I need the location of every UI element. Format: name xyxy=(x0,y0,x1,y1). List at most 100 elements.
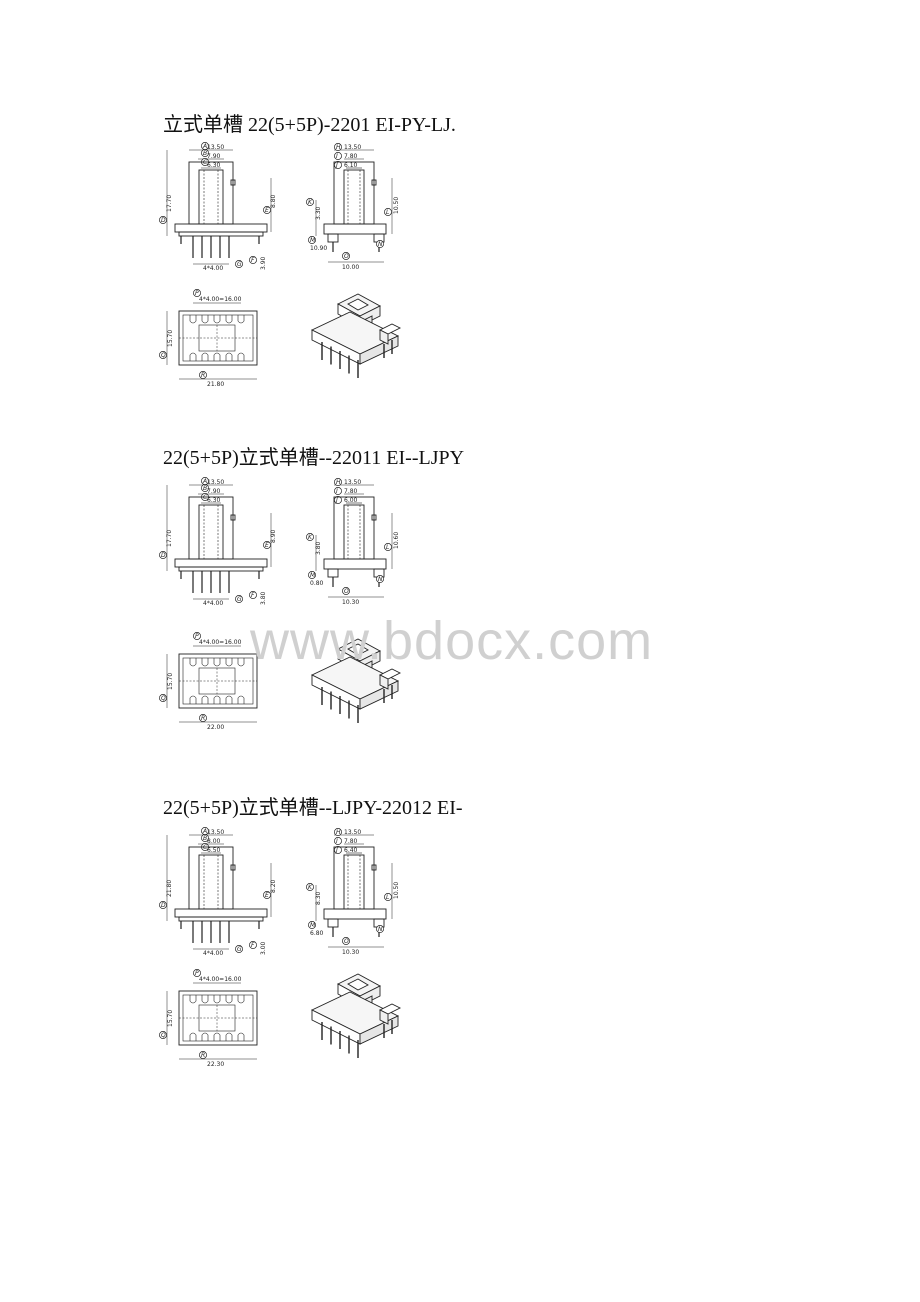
dim-label-g: G xyxy=(237,946,242,953)
side-dim-label-i: I xyxy=(336,153,338,160)
watermark: www.bdocx.com xyxy=(250,611,654,671)
dim-value-e: 8.20 xyxy=(270,879,277,893)
top-dim-value-q: 15.70 xyxy=(167,330,174,347)
section-title-3: 22(5+5P)立式单槽--LJPY-22012 EI- xyxy=(163,797,463,819)
side-dim-value-o: 10.30 xyxy=(342,949,359,956)
top-dim-value-p: 4*4.00=16.00 xyxy=(199,296,242,303)
dim-value-b: 7.90 xyxy=(207,488,221,495)
dim-value-e: 8.80 xyxy=(270,194,277,208)
top-dim-value-p: 4*4.00=16.00 xyxy=(199,976,242,983)
side-dim-label-n: N xyxy=(378,926,383,933)
top-dim-value-q: 15.70 xyxy=(167,1010,174,1027)
dim-label-b: B xyxy=(203,150,207,157)
section-title-2: 22(5+5P)立式单槽--22011 EI--LJPY xyxy=(163,447,465,469)
side-dim-value-k: 3.80 xyxy=(315,541,322,555)
dim-value-d: 17.70 xyxy=(166,530,173,547)
top-dim-value-r: 21.80 xyxy=(207,381,224,388)
top-dim-value-r: 22.00 xyxy=(207,724,224,731)
top-dim-label-r: R xyxy=(201,372,205,379)
dim-label-d: D xyxy=(161,902,166,909)
top-dim-label-r: R xyxy=(201,715,205,722)
side-dim-label-k: K xyxy=(308,199,313,206)
side-dim-value-j: 6.10 xyxy=(344,162,358,169)
top-dim-label-p: P xyxy=(195,970,199,977)
dim-label-a: A xyxy=(202,828,207,835)
dim-value-c: 6.50 xyxy=(207,847,221,854)
isometric-view-drawing-3 xyxy=(300,970,410,1070)
side-dim-label-j: J xyxy=(335,497,338,504)
side-dim-label-i: I xyxy=(336,488,338,495)
dim-label-f: F xyxy=(251,942,255,949)
side-dim-value-i: 7.80 xyxy=(344,488,358,495)
top-dim-value-q: 15.70 xyxy=(167,673,174,690)
side-dim-label-h: H xyxy=(336,829,341,836)
side-dim-label-n: N xyxy=(378,576,383,583)
section-title-1: 立式单槽 22(5+5P)-2201 EI-PY-LJ. xyxy=(163,114,456,136)
dim-label-c: C xyxy=(203,844,208,851)
top-dim-value-r: 22.30 xyxy=(207,1061,224,1068)
isometric-view-drawing-1 xyxy=(300,290,410,390)
dim-value-a: 13.50 xyxy=(207,144,224,151)
dim-label-c: C xyxy=(203,159,208,166)
dim-value-g: 4*4.00 xyxy=(203,265,223,272)
side-dim-label-k: K xyxy=(308,534,313,541)
side-dim-label-l: L xyxy=(386,544,389,551)
dim-value-g: 4*4.00 xyxy=(203,600,223,607)
side-dim-label-j: J xyxy=(335,162,338,169)
dim-label-d: D xyxy=(161,552,166,559)
side-dim-value-m: 6.80 xyxy=(310,930,324,937)
side-dim-value-i: 7.80 xyxy=(344,838,358,845)
dim-label-e: E xyxy=(265,892,269,899)
dim-label-b: B xyxy=(203,485,207,492)
side-dim-value-j: 6.40 xyxy=(344,847,358,854)
dim-value-d: 21.80 xyxy=(166,880,173,897)
side-dim-value-o: 10.00 xyxy=(342,264,359,271)
side-dim-label-m: M xyxy=(310,237,316,244)
top-dim-label-q: Q xyxy=(161,352,166,359)
dim-value-c: 6.30 xyxy=(207,497,221,504)
dim-value-b: 7.90 xyxy=(207,153,221,160)
dim-value-f: 3.80 xyxy=(260,591,267,605)
dim-value-c: 6.30 xyxy=(207,162,221,169)
side-dim-label-j: J xyxy=(335,847,338,854)
side-dim-label-k: K xyxy=(308,884,313,891)
top-dim-label-r: R xyxy=(201,1052,205,1059)
side-dim-value-h: 13.50 xyxy=(344,144,361,151)
dim-value-f: 3.00 xyxy=(260,941,267,955)
side-dim-label-n: N xyxy=(378,241,383,248)
dim-label-c: C xyxy=(203,494,208,501)
dim-label-a: A xyxy=(202,143,207,150)
dim-label-f: F xyxy=(251,592,255,599)
side-dim-label-l: L xyxy=(386,894,389,901)
side-dim-value-k: 3.30 xyxy=(315,206,322,220)
dim-value-a: 13.50 xyxy=(207,829,224,836)
dim-label-e: E xyxy=(265,542,269,549)
side-dim-label-l: L xyxy=(386,209,389,216)
side-dim-label-o: O xyxy=(344,588,349,595)
side-dim-value-m: 10.90 xyxy=(310,245,327,252)
side-dim-label-i: I xyxy=(336,838,338,845)
top-dim-label-p: P xyxy=(195,290,199,297)
dim-value-g: 4*4.00 xyxy=(203,950,223,957)
side-dim-value-o: 10.30 xyxy=(342,599,359,606)
dim-label-e: E xyxy=(265,207,269,214)
side-dim-value-l: 10.50 xyxy=(393,197,400,214)
side-dim-value-k: 8.30 xyxy=(315,891,322,905)
dim-value-e: 8.90 xyxy=(270,529,277,543)
isometric-view-drawing-2 xyxy=(300,635,410,735)
side-dim-label-h: H xyxy=(336,144,341,151)
side-dim-value-i: 7.80 xyxy=(344,153,358,160)
top-dim-label-q: Q xyxy=(161,695,166,702)
side-dim-label-m: M xyxy=(310,922,316,929)
dim-label-g: G xyxy=(237,596,242,603)
side-dim-value-j: 6.00 xyxy=(344,497,358,504)
top-dim-label-q: Q xyxy=(161,1032,166,1039)
